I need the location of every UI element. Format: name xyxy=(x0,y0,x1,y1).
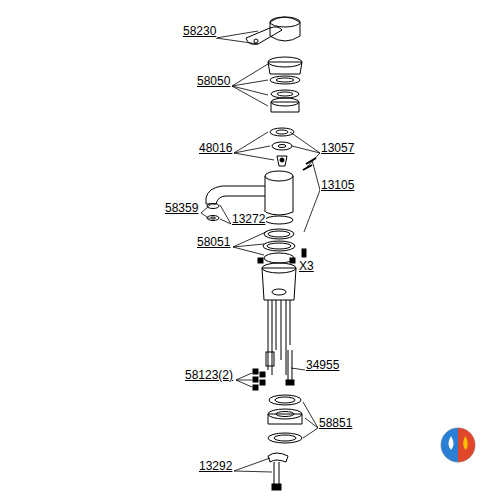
leader-lines xyxy=(201,31,320,472)
callout-number: 48016 xyxy=(198,141,233,155)
callout-number: 13292 xyxy=(198,459,233,473)
bolt xyxy=(268,453,288,490)
callout-number: 13105 xyxy=(320,178,355,192)
mounting-parts xyxy=(268,395,302,443)
callout-number: 13057 xyxy=(320,141,355,155)
callout-number: 58851 xyxy=(318,416,353,430)
base-body xyxy=(262,263,296,375)
callout-number: 58359 xyxy=(164,201,199,215)
callout-number: 34955 xyxy=(305,358,340,372)
handle xyxy=(246,17,300,44)
callout-number: 58051 xyxy=(196,235,231,249)
callout-number: 58050 xyxy=(196,74,231,88)
rod xyxy=(286,350,294,385)
cartridge-parts xyxy=(268,57,302,112)
callout-number: 13272 xyxy=(231,212,266,226)
o-rings xyxy=(263,216,295,263)
callout-number: 58123(2) xyxy=(184,368,234,382)
valve-parts xyxy=(270,128,316,170)
brand-logo xyxy=(441,428,475,462)
small-fittings xyxy=(253,369,265,390)
callout-number: X3 xyxy=(298,259,315,273)
callout-number: 58230 xyxy=(182,24,217,38)
